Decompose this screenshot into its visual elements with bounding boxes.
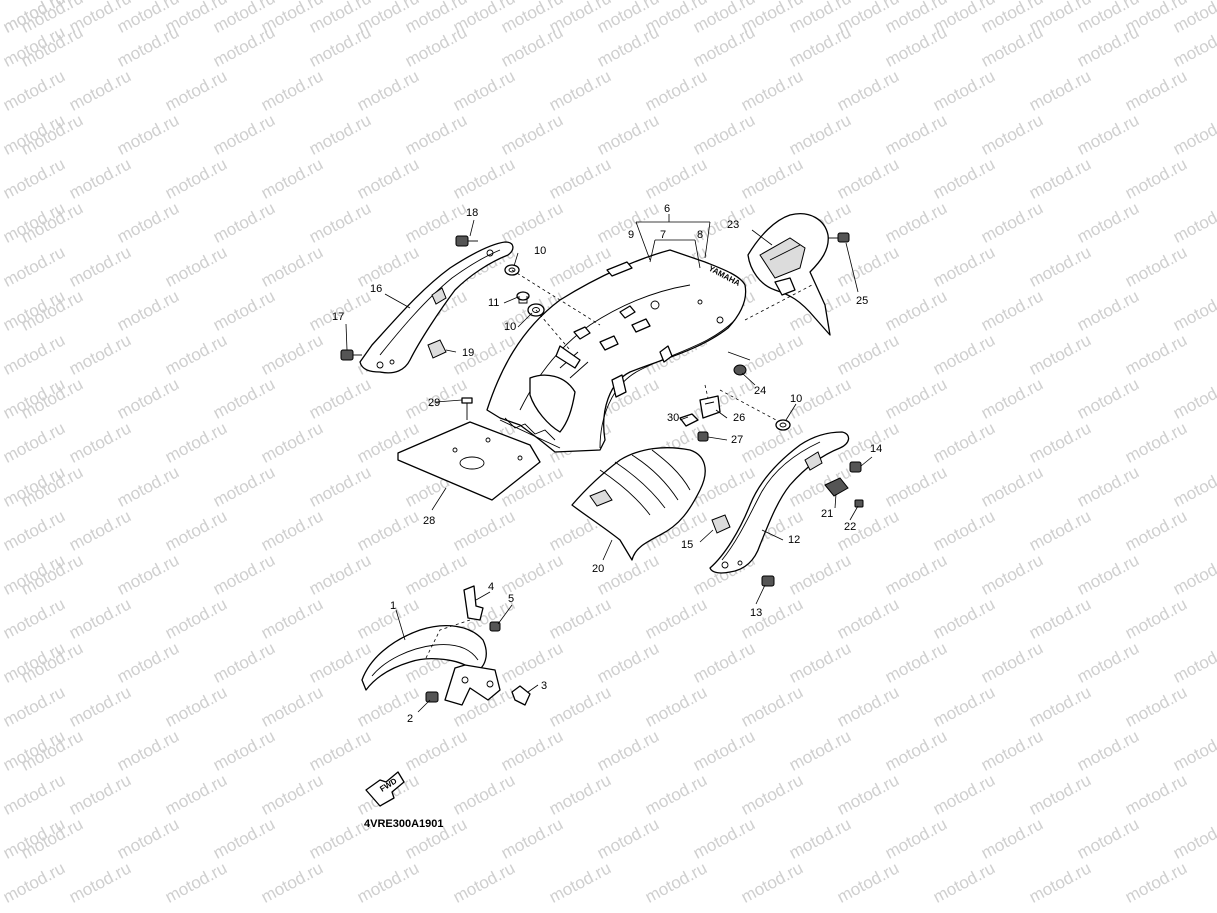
callout-13: 12 <box>788 534 800 546</box>
clamp-3 <box>511 685 531 706</box>
callout-18: 17 <box>332 311 344 323</box>
callout-26: 25 <box>856 295 868 307</box>
license-bracket <box>397 421 541 501</box>
callout-16: 15 <box>681 539 693 551</box>
callout-5: 5 <box>508 593 514 605</box>
bolt-15 <box>849 461 862 473</box>
callout-10-upper: 10 <box>534 245 546 257</box>
callout-29: 28 <box>423 515 435 527</box>
pad-16 <box>711 514 731 534</box>
grommet-12 <box>516 291 530 304</box>
callout-3: 3 <box>541 680 547 692</box>
callout-labels: 6 9 7 8 18 10 11 10 16 17 19 29 28 23 25… <box>332 203 882 725</box>
callout-6: 6 <box>664 203 670 215</box>
callout-22: 21 <box>821 508 833 520</box>
callout-24: 23 <box>727 219 739 231</box>
damper-22 <box>824 477 849 497</box>
diagram-code: 4VRE300A1901 <box>364 818 444 830</box>
callout-14: 13 <box>750 607 762 619</box>
callout-9: 9 <box>628 229 634 241</box>
callout-20: 19 <box>462 347 474 359</box>
tail-light <box>747 213 831 336</box>
nut-31 <box>679 413 699 427</box>
fwd-arrow: FWD <box>365 771 405 807</box>
bolt-18 <box>340 349 362 361</box>
callout-27: 26 <box>733 412 745 424</box>
callout-19: 18 <box>466 207 478 219</box>
callout-8: 8 <box>697 229 703 241</box>
callout-2: 2 <box>407 713 413 725</box>
front-fender <box>361 625 487 691</box>
callout-23: 22 <box>844 521 856 533</box>
screw-23 <box>854 499 864 508</box>
callout-10-lower: 10 <box>790 393 802 405</box>
bolt-14 <box>761 575 775 587</box>
leader-lines <box>345 214 873 713</box>
callout-4: 4 <box>488 581 494 593</box>
right-grab-rail <box>709 431 850 574</box>
screw-5 <box>489 621 501 632</box>
bolt-2 <box>425 691 439 703</box>
nut-25 <box>733 364 747 376</box>
callout-28: 27 <box>731 434 743 446</box>
pad-20 <box>427 339 447 359</box>
callout-1: 1 <box>390 600 396 612</box>
callout-7: 7 <box>660 229 666 241</box>
callout-15: 14 <box>870 443 882 455</box>
callout-30: 29 <box>428 397 440 409</box>
bolt-30 <box>461 397 473 420</box>
callout-12: 11 <box>488 297 499 309</box>
rear-fender: YAMAHA <box>486 249 747 453</box>
callout-25: 24 <box>754 385 766 397</box>
bolt-19 <box>455 235 478 247</box>
callout-31: 30 <box>667 412 679 424</box>
left-grab-rail <box>359 241 514 374</box>
fender-stay <box>444 664 501 706</box>
callout-17: 16 <box>370 283 382 295</box>
screw-28 <box>697 431 709 442</box>
callout-11: 10 <box>504 321 516 333</box>
bracket-4 <box>463 585 484 621</box>
collar-10-lower <box>775 419 791 431</box>
callout-21: 20 <box>592 563 604 575</box>
bracket-27 <box>699 395 721 419</box>
screw-26 <box>828 232 850 243</box>
mud-flap <box>571 447 706 561</box>
